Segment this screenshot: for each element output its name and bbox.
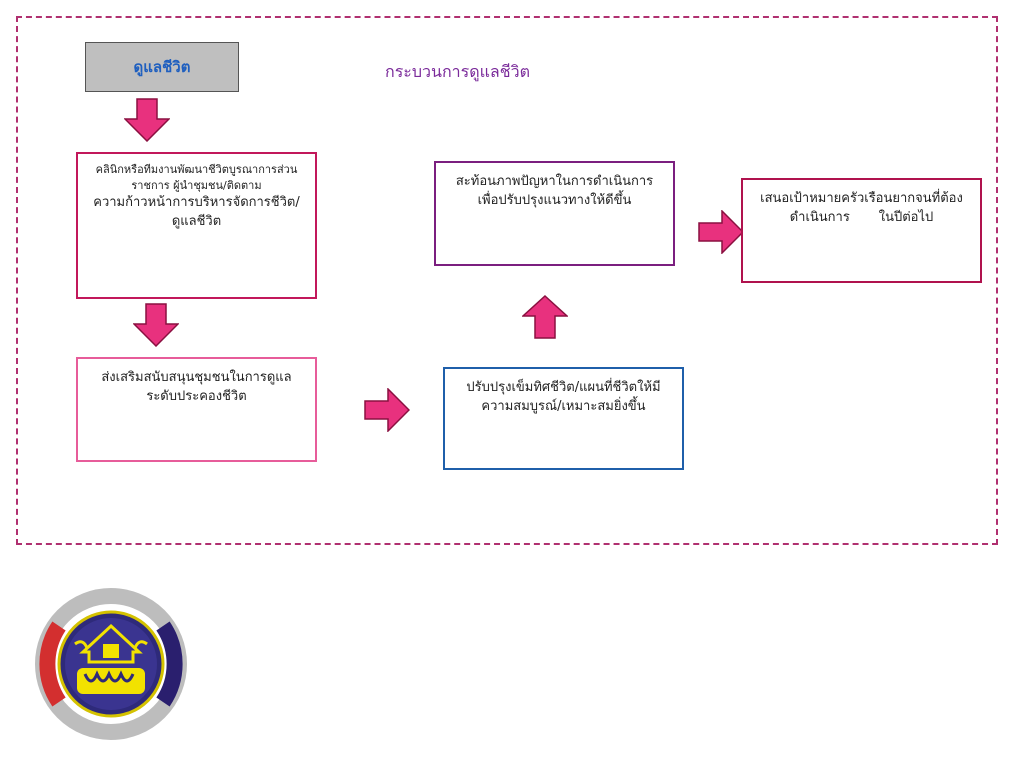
arrow-right-2: [698, 210, 744, 254]
step-box-propose: เสนอเป้าหมายครัวเรือนยากจนที่ต้อง ดำเนิน…: [741, 178, 982, 283]
arrow-right-1: [364, 388, 410, 432]
step-box-monitoring-line1: คลินิกหรือทีมงานพัฒนาชีวิตบูรณาการส่วน: [95, 163, 298, 176]
step-box-support-line1: ส่งเสริมสนับสนุนชุมชนในการดูแล: [101, 370, 292, 385]
step-box-improve-line1: ปรับปรุงเข็มทิศชีวิต/แผนที่ชีวิตให้มี: [466, 380, 661, 395]
diagram-heading: กระบวนการดูแลชีวิต: [385, 62, 530, 81]
step-box-monitoring-line2: ราชการ ผู้นำชุมชน/ติดตาม: [131, 178, 262, 192]
diagram-frame: [16, 16, 998, 545]
step-box-reflect: สะท้อนภาพปัญหาในการดำเนินการ เพื่อปรับปร…: [434, 161, 675, 266]
step-box-propose-line2: ดำเนินการ ในปีต่อไป: [789, 209, 934, 225]
start-node: ดูแลชีวิต: [85, 42, 239, 92]
emblem-logo-icon: [35, 588, 187, 740]
step-box-reflect-line2: เพื่อปรับปรุงแนวทางให้ดีขึ้น: [477, 192, 632, 208]
arrow-down-2: [133, 303, 179, 347]
arrow-down-1: [124, 98, 170, 142]
arrow-up: [522, 295, 568, 339]
start-node-label: ดูแลชีวิต: [133, 58, 191, 76]
step-box-monitoring-line3: ความก้าวหน้าการบริหารจัดการชีวิต/: [93, 194, 300, 210]
step-box-improve: ปรับปรุงเข็มทิศชีวิต/แผนที่ชีวิตให้มี คว…: [443, 367, 684, 470]
step-box-monitoring-line4: ดูแลชีวิต: [171, 213, 222, 229]
step-box-monitoring: คลินิกหรือทีมงานพัฒนาชีวิตบูรณาการส่วน ร…: [76, 152, 317, 299]
step-box-support-line2: ระดับประคองชีวิต: [146, 388, 247, 404]
step-box-propose-line1: เสนอเป้าหมายครัวเรือนยากจนที่ต้อง: [760, 191, 963, 206]
step-box-support: ส่งเสริมสนับสนุนชุมชนในการดูแล ระดับประค…: [76, 357, 317, 462]
step-box-reflect-line1: สะท้อนภาพปัญหาในการดำเนินการ: [455, 174, 654, 189]
step-box-improve-line2: ความสมบูรณ์/เหมาะสมยิ่งขึ้น: [481, 398, 646, 414]
